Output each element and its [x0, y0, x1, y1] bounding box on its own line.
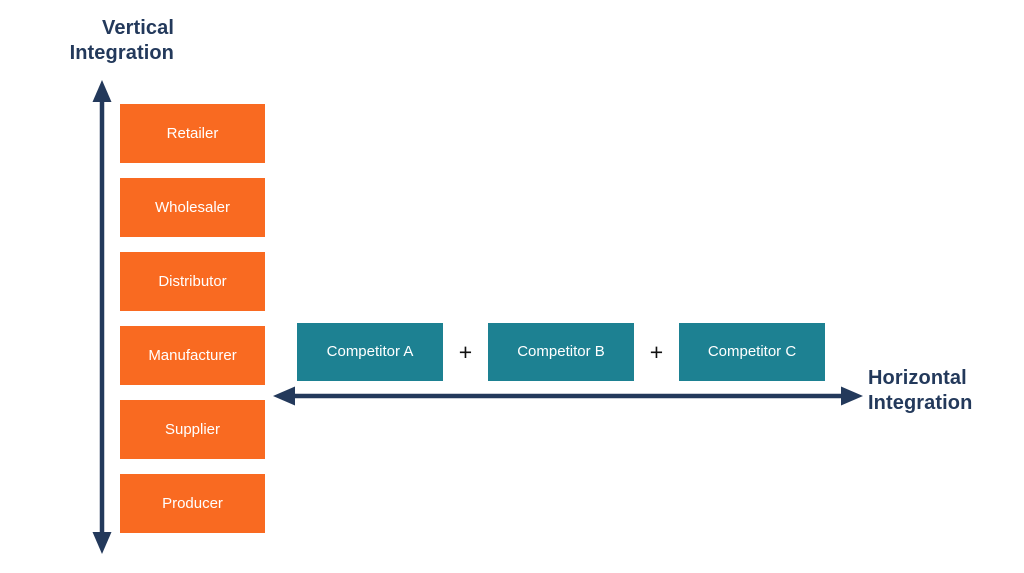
chain-box-manufacturer[interactable]: Manufacturer: [120, 326, 265, 385]
chain-box-distributor[interactable]: Distributor: [120, 252, 265, 311]
plus-separator-icon: +: [458, 338, 473, 365]
chain-box-supplier[interactable]: Supplier: [120, 400, 265, 459]
chain-box-label: Wholesaler: [154, 198, 231, 216]
competitor-box-label: Competitor C: [707, 343, 797, 360]
plus-separator-icon: +: [649, 338, 664, 365]
chain-box-wholesaler[interactable]: Wholesaler: [120, 178, 265, 237]
competitor-box-label: Competitor B: [517, 343, 605, 360]
horizontal-axis-arrow-icon: [273, 386, 863, 406]
competitor-box-a[interactable]: Competitor A: [297, 323, 443, 381]
chain-box-retailer[interactable]: Retailer: [120, 104, 265, 163]
competitor-box-label: Competitor A: [326, 343, 414, 360]
vertical-axis-arrow-icon: [92, 80, 112, 554]
competitor-box-c[interactable]: Competitor C: [679, 323, 825, 381]
horizontal-axis-label: Horizontal Integration: [868, 367, 973, 414]
vertical-axis-label: Vertical Integration: [69, 17, 174, 64]
chain-box-label: Producer: [162, 494, 223, 512]
chain-box-label: Manufacturer: [148, 346, 237, 364]
chain-box-producer[interactable]: Producer: [120, 474, 265, 533]
chain-box-label: Distributor: [158, 272, 227, 290]
horizontal-competitor-row: Competitor A + Competitor B + Competitor…: [297, 323, 825, 381]
chain-box-label: Supplier: [164, 420, 221, 438]
competitor-box-b[interactable]: Competitor B: [488, 323, 634, 381]
vertical-chain-stack: Retailer Wholesaler Distributor Manufact…: [120, 104, 265, 533]
chain-box-label: Retailer: [166, 124, 219, 142]
